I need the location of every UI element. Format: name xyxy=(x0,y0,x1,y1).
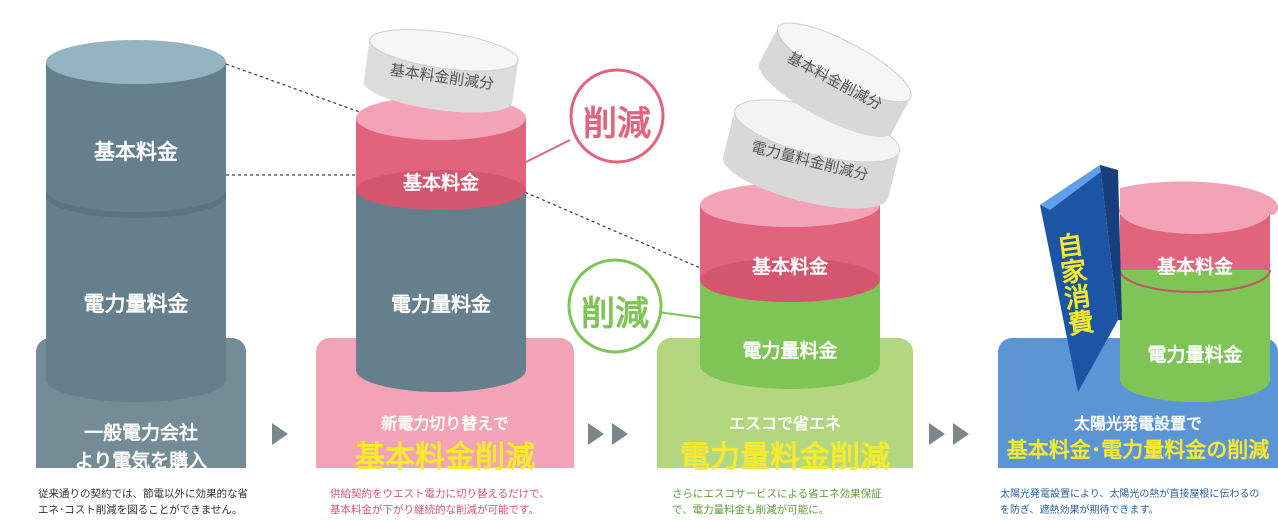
stage3-title: 電力量料金削減 xyxy=(680,440,890,475)
stage2-title: 基本料金削減 xyxy=(355,440,535,475)
stage3-subtitle: エスコで省エネ xyxy=(728,414,841,433)
stage4-upper-label: 基本料金 xyxy=(1156,256,1233,278)
stage3-badge-circle xyxy=(567,258,663,354)
stage4-title: 基本料金･電力量料金の削減 xyxy=(1006,438,1270,462)
stage3-badge-text: 削減 xyxy=(581,294,649,334)
stage3-caption-line1: さらにエスコサービスによる省エネ効果保証 xyxy=(672,488,882,500)
stage1-caption-line1: 従来通りの契約では、節電以外に効果的な省 xyxy=(38,488,248,500)
stage4-caption-line1: 太陽光発電設置により、太陽光の熱が直接屋根に伝わるの xyxy=(1000,489,1260,500)
arrow-right-icon xyxy=(953,423,969,445)
stage2-caption-line1: 供給契約をウエスト電力に切り替えるだけで、 xyxy=(330,488,550,500)
stage2-disc xyxy=(363,29,519,113)
stage4-lower-label: 電力量料金 xyxy=(1147,344,1243,366)
connector-line-top xyxy=(225,63,369,116)
arrow-right-icon xyxy=(272,423,288,445)
stage1-cylinder xyxy=(46,40,226,402)
stage1-caption-line2: エネ･コスト削減を図ることができません。 xyxy=(38,504,243,516)
stage1-lower-label: 電力量料金 xyxy=(83,292,189,316)
stage3-cylinder xyxy=(700,183,880,389)
stage4-slice xyxy=(1040,165,1122,392)
connector-line-diagonal xyxy=(519,189,706,271)
stage3-caption-line2: で、電力量料金も削減が可能に。 xyxy=(672,504,830,516)
arrow-right-icon xyxy=(612,423,628,445)
stage2-upper-label: 基本料金 xyxy=(402,172,479,194)
stage2-badge-text: 削減 xyxy=(583,104,651,144)
stage2-badge-circle xyxy=(569,68,665,164)
arrow-right-icon xyxy=(588,423,604,445)
stage2-lower-label: 電力量料金 xyxy=(391,292,491,316)
stage4-caption-line2: を防ぎ、遮熱効果が期待できます。 xyxy=(1000,505,1159,516)
stage2-subtitle: 新電力切り替えで xyxy=(381,414,509,433)
stage3-upper-label: 基本料金 xyxy=(751,256,828,278)
stage1-title-line2: より電気を購入 xyxy=(74,450,208,472)
stage2-caption-line2: 基本料金が下がり継続的な削減が可能です。 xyxy=(330,504,539,516)
stage4-subtitle: 太陽光発電設置で xyxy=(1073,414,1202,433)
stage1-upper-label: 基本料金 xyxy=(94,140,178,164)
stage2-cylinder xyxy=(356,96,526,392)
stage3-disc-upper xyxy=(758,22,912,138)
stage3-lower-label: 電力量料金 xyxy=(742,340,838,362)
stage3-disc-lower xyxy=(722,99,901,209)
stage1-title-line1: 一般電力会社 xyxy=(83,422,198,444)
arrow-right-icon xyxy=(929,423,945,445)
stage4-cylinder xyxy=(1119,181,1278,402)
